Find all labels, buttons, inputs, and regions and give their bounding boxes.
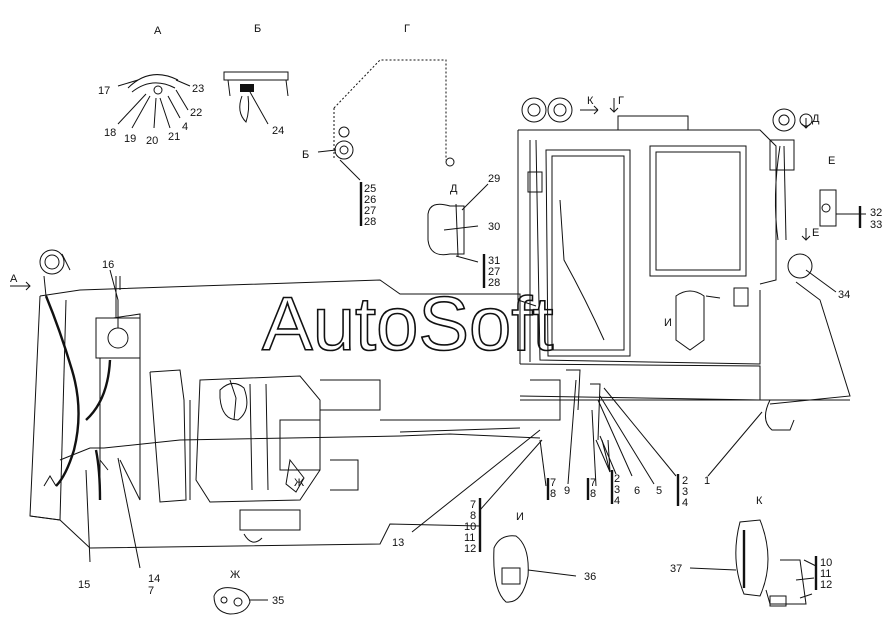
view-b-detail: [223, 71, 289, 125]
callout-10-a: 10: [464, 521, 476, 533]
view-letter-g: Г: [404, 23, 410, 35]
callout-12-a: 12: [464, 543, 476, 555]
callout-14: 14: [148, 573, 160, 585]
callout-1: 1: [704, 475, 710, 487]
watermark: AutoSoft: [262, 282, 554, 367]
callout-9: 9: [564, 485, 570, 497]
view-letter-d: Д: [450, 183, 458, 195]
view-letter-e: Е: [828, 155, 835, 167]
front-harness: [44, 295, 541, 501]
callout-13: 13: [392, 537, 404, 549]
callout-22: 22: [190, 107, 202, 119]
callout-26: 26: [364, 194, 376, 206]
callout-30: 30: [488, 221, 500, 233]
callout-7-a: 7: [550, 477, 556, 489]
view-letter-a: А: [154, 25, 162, 37]
callout-32: 32: [870, 207, 882, 219]
callout-19: 19: [124, 133, 136, 145]
callout-35: 35: [272, 595, 284, 607]
callout-4-right: 4: [682, 497, 688, 509]
view-letter-k-bottom: К: [756, 495, 763, 507]
view-letter-e-arrow: Е: [812, 227, 819, 239]
callout-2-right: 2: [682, 475, 688, 487]
callout-21: 21: [168, 131, 180, 143]
callout-8-a: 8: [550, 488, 556, 500]
callout-31: 31: [488, 255, 500, 267]
tractor-body: [29, 269, 540, 549]
view-letter-a-left: А: [10, 273, 18, 285]
view-a-detail: [117, 74, 191, 129]
callout-11-k: 11: [820, 568, 831, 580]
view-letter-k-arrow: К: [587, 95, 594, 107]
view-zh-detail: [213, 587, 268, 615]
callout-17: 17: [98, 85, 110, 97]
callout-4-view-a: 4: [182, 121, 188, 133]
callout-24: 24: [272, 125, 284, 137]
view-letter-b-side: Б: [302, 149, 309, 161]
callout-4-mid: 4: [614, 495, 620, 507]
callout-8-c: 8: [470, 510, 476, 522]
callout-37: 37: [670, 563, 682, 575]
callout-34: 34: [838, 289, 850, 301]
callout-23: 23: [192, 83, 204, 95]
view-letter-i-bottom: И: [516, 511, 524, 523]
callout-3-right: 3: [682, 486, 688, 498]
callout-7-c: 7: [470, 499, 476, 511]
front-headlamp: [10, 249, 71, 297]
view-letter-g-arrow: Г: [618, 95, 624, 107]
callout-18: 18: [104, 127, 116, 139]
callout-25: 25: [364, 183, 376, 195]
view-letter-zh-bottom: Ж: [230, 569, 240, 581]
callout-6: 6: [634, 485, 640, 497]
view-letter-d-right: Д: [812, 113, 820, 125]
callout-2-mid: 2: [614, 473, 620, 485]
callout-5: 5: [656, 485, 662, 497]
callout-36: 36: [584, 571, 596, 583]
callout-3-mid: 3: [614, 484, 620, 496]
callout-10-k: 10: [820, 557, 832, 569]
callout-12-k: 12: [820, 579, 832, 591]
callout-15: 15: [78, 579, 90, 591]
view-i-detail: [493, 535, 577, 603]
callout-33: 33: [870, 219, 882, 231]
callout-7-b: 7: [590, 477, 596, 489]
view-letter-zh-engine: Ж: [294, 477, 304, 489]
view-d-detail: [427, 183, 489, 288]
leader-lines: [85, 98, 862, 590]
callout-7-d: 7: [148, 585, 154, 597]
view-g-detail: [317, 59, 455, 226]
callout-29: 29: [488, 173, 500, 185]
callout-28-g: 28: [364, 216, 376, 228]
callout-28-d: 28: [488, 277, 500, 289]
cab: [517, 97, 866, 441]
callout-8-b: 8: [590, 488, 596, 500]
view-k-detail: [689, 519, 817, 607]
view-letter-b: Б: [254, 23, 261, 35]
callout-16: 16: [102, 259, 114, 271]
callout-27-g: 27: [364, 205, 376, 217]
view-letter-i-cab: И: [664, 317, 672, 329]
callout-27-d: 27: [488, 266, 500, 278]
callout-11-a: 11: [464, 532, 475, 544]
callout-20: 20: [146, 135, 158, 147]
